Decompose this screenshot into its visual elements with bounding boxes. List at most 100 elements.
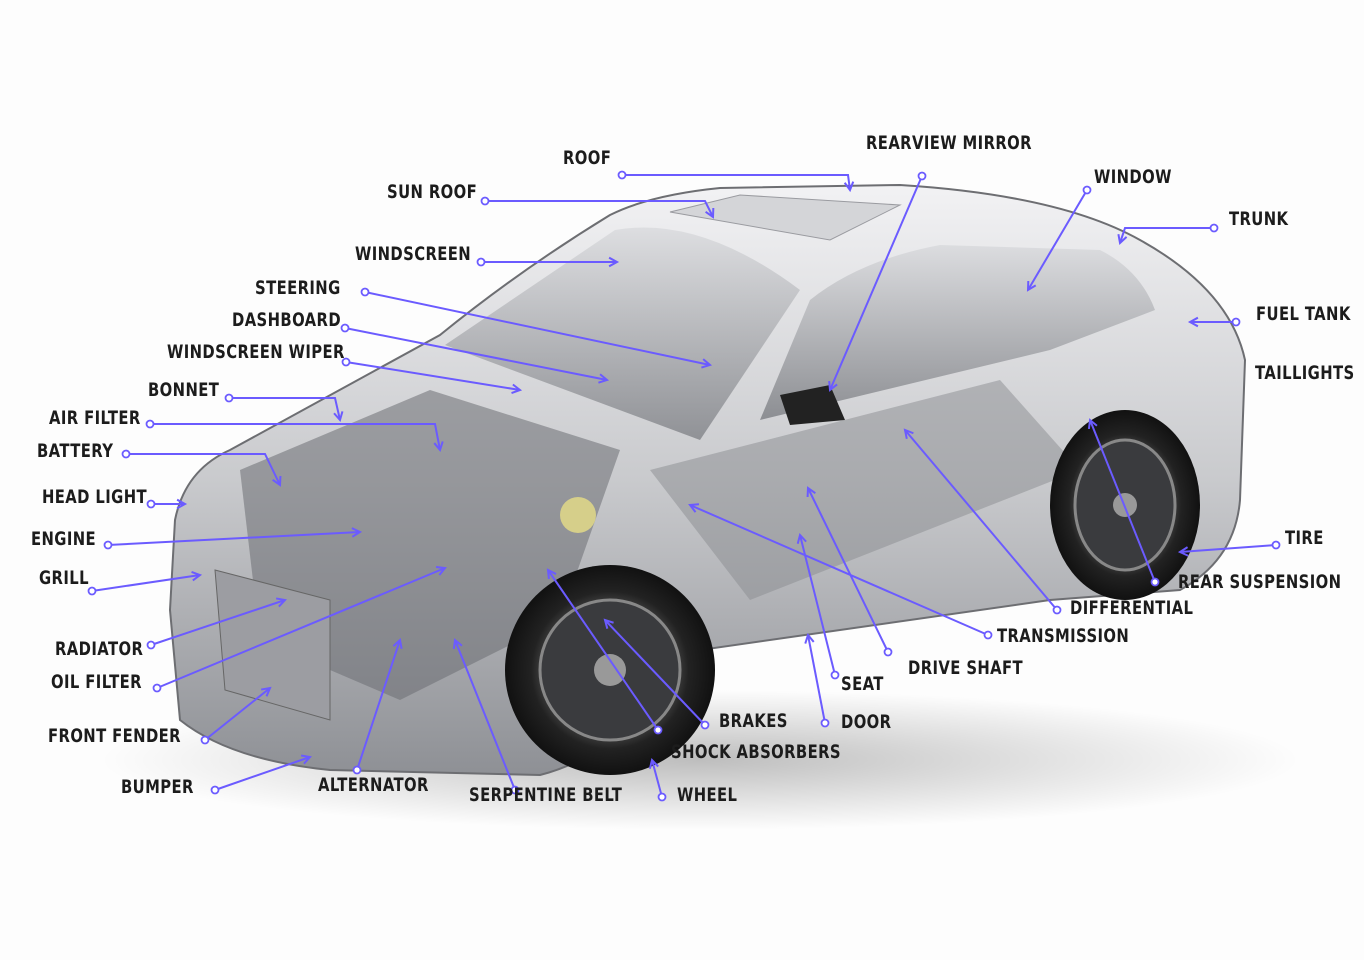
leader-line-roof <box>622 174 851 191</box>
leader-line-tire <box>1179 544 1277 553</box>
side-mirror <box>780 385 845 425</box>
arrowhead-alternator <box>392 638 403 650</box>
arrowhead-oil-filter <box>435 566 447 576</box>
label-fuel-tank: FUEL TANK <box>1256 303 1351 325</box>
arrowhead-roof <box>843 181 855 193</box>
leader-dot-window <box>1082 185 1092 195</box>
label-bonnet: BONNET <box>148 379 220 401</box>
arrowhead-bumper <box>300 754 312 765</box>
arrowhead-radiator <box>275 597 287 608</box>
sunroof <box>669 194 902 241</box>
label-air-filter: AIR FILTER <box>49 407 141 429</box>
leader-dot-rearview-mirror <box>917 171 927 181</box>
arrowhead-differential <box>903 428 914 440</box>
leader-dot-head-light <box>146 499 156 509</box>
label-battery: BATTERY <box>37 440 114 462</box>
side-windows <box>760 245 1155 420</box>
label-head-light: HEAD LIGHT <box>42 486 147 508</box>
leader-line-rearview-mirror <box>829 175 923 391</box>
label-brakes: BRAKES <box>719 710 788 732</box>
label-trunk: TRUNK <box>1229 208 1289 230</box>
arrowhead-engine <box>351 527 363 538</box>
arrowhead-drive-shaft <box>806 486 816 498</box>
label-rear-suspension: REAR SUSPENSION <box>1178 571 1342 593</box>
leader-dot-alternator <box>352 765 362 775</box>
leader-line-grill <box>91 574 201 592</box>
leader-line-radiator <box>150 599 286 646</box>
leader-line-bumper <box>214 756 311 791</box>
arrowhead-grill <box>191 570 203 582</box>
leader-dot-brakes <box>700 720 710 730</box>
label-tire: TIRE <box>1285 527 1324 549</box>
leader-dot-windscreen-wiper <box>341 357 351 367</box>
leader-dot-rear-suspension <box>1150 577 1160 587</box>
leader-dot-tire <box>1271 540 1281 550</box>
label-differential: DIFFERENTIAL <box>1070 597 1194 619</box>
arrowhead-head-light <box>176 498 188 510</box>
leader-dot-differential <box>1052 605 1062 615</box>
leader-dot-fuel-tank <box>1231 317 1241 327</box>
leader-dot-door <box>820 718 830 728</box>
label-grill: GRILL <box>39 567 89 589</box>
windshield <box>445 227 800 440</box>
arrowhead-bonnet <box>333 411 344 423</box>
leader-dot-drive-shaft <box>883 647 893 657</box>
leader-dot-transmission <box>983 630 993 640</box>
arrowhead-windscreen <box>608 256 620 268</box>
arrowhead-trunk <box>1117 233 1128 245</box>
leader-dot-bonnet <box>224 393 234 403</box>
leader-line-dashboard <box>344 327 608 381</box>
front-wheel <box>505 565 715 775</box>
arrowhead-door <box>804 632 815 644</box>
label-wheel: WHEEL <box>677 784 738 806</box>
leader-line-window <box>1027 189 1088 291</box>
leader-dot-roof <box>617 170 627 180</box>
leader-dot-sun-roof <box>480 196 490 206</box>
leader-line-transmission <box>689 504 989 636</box>
arrowhead-steering <box>701 358 713 369</box>
arrowhead-brakes <box>603 618 614 629</box>
label-rearview-mirror: REARVIEW MIRROR <box>866 132 1032 154</box>
leader-line-air-filter <box>150 423 441 451</box>
leader-dot-windscreen <box>476 257 486 267</box>
arrowhead-wheel <box>648 757 659 769</box>
interior <box>650 380 1080 600</box>
leader-line-wheel <box>651 759 663 798</box>
arrowhead-serpentine-belt <box>452 638 463 650</box>
leader-dot-steering <box>360 287 370 297</box>
leader-line-sun-roof <box>485 200 714 218</box>
label-taillights: TAILLIGHTS <box>1255 362 1355 384</box>
leader-dot-oil-filter <box>152 683 162 693</box>
leader-dot-front-fender <box>200 735 210 745</box>
label-windscreen: WINDSCREEN <box>355 243 472 265</box>
leader-line-seat <box>799 534 836 676</box>
label-seat: SEAT <box>841 673 884 695</box>
label-oil-filter: OIL FILTER <box>51 671 142 693</box>
leader-dot-engine <box>103 540 113 550</box>
label-radiator: RADIATOR <box>55 638 144 660</box>
arrowhead-rearview-mirror <box>828 380 838 392</box>
leader-line-rear-suspension <box>1089 419 1156 583</box>
label-alternator: ALTERNATOR <box>318 774 429 796</box>
leader-line-differential <box>904 429 1058 611</box>
label-serpentine-belt: SERPENTINE BELT <box>469 784 623 806</box>
arrowhead-sun-roof <box>705 207 715 219</box>
arrowhead-front-fender <box>260 686 272 697</box>
label-bumper: BUMPER <box>121 776 194 798</box>
leader-line-battery <box>126 453 281 486</box>
leader-dot-wheel <box>657 792 667 802</box>
leader-dot-trunk <box>1209 223 1219 233</box>
leader-line-windscreen-wiper <box>345 361 521 391</box>
leader-dot-bumper <box>210 785 220 795</box>
arrowhead-seat <box>796 532 807 544</box>
leader-line-alternator <box>356 639 401 771</box>
leader-lines <box>87 170 1281 802</box>
label-roof: ROOF <box>563 147 612 169</box>
spring-strut <box>560 497 596 533</box>
label-door: DOOR <box>841 711 892 733</box>
label-window: WINDOW <box>1094 166 1172 188</box>
leader-line-steering <box>364 291 711 366</box>
arrowhead-battery <box>272 475 282 487</box>
